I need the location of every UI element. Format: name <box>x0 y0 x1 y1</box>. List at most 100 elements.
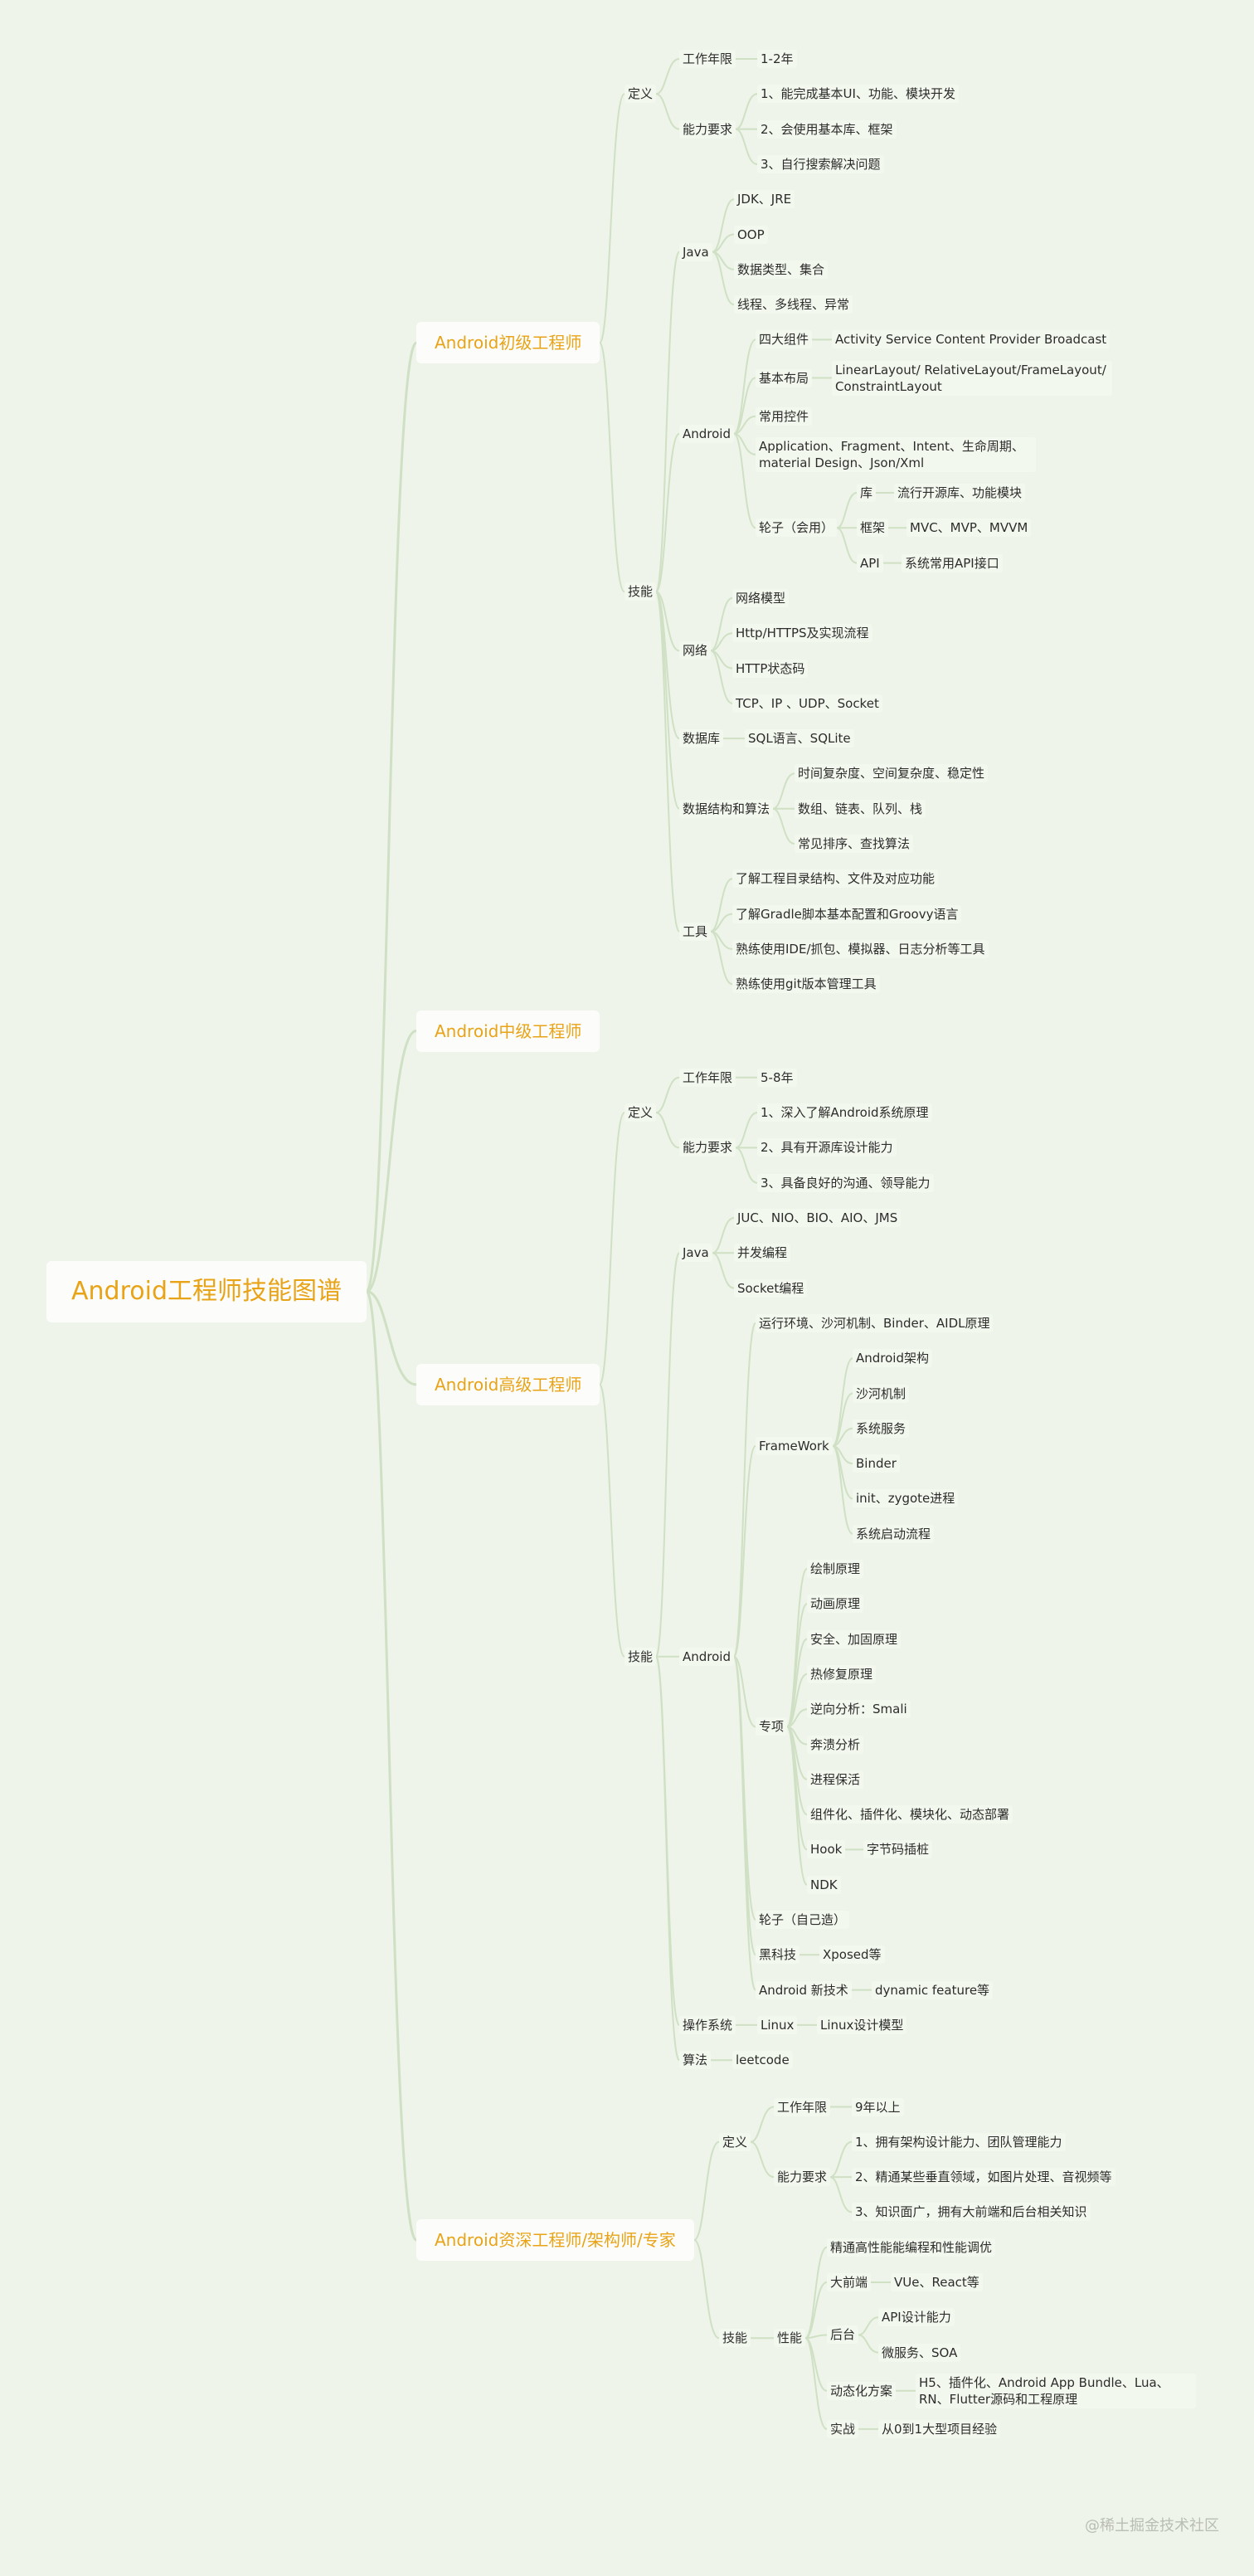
mindmap-node: API设计能力 <box>878 2308 955 2327</box>
connector-line <box>366 1030 417 1293</box>
connector-line <box>693 2140 720 2242</box>
mindmap-node: 实战 <box>827 2419 859 2438</box>
connector-line <box>599 1383 625 1658</box>
mindmap-node: 热修复原理 <box>807 1664 877 1683</box>
connector-line <box>804 2337 828 2392</box>
mindmap-node: 常用控件 <box>756 407 813 426</box>
mindmap-node: 工具 <box>679 922 712 941</box>
mindmap-node: NDK <box>807 1875 841 1894</box>
mindmap-node: 能力要求 <box>679 1138 736 1157</box>
connector-line <box>804 2246 828 2340</box>
mindmap-node: 轮子（会用） <box>756 519 838 538</box>
connector-line <box>712 1217 735 1254</box>
connector-line <box>712 198 735 253</box>
mindmap-node: 从0到1大型项目经验 <box>878 2419 1001 2438</box>
mindmap-node: 熟练使用git版本管理工具 <box>732 975 880 994</box>
mindmap-node: 算法 <box>679 2051 712 2070</box>
mindmap-node: 运行环境、沙河机制、Binder、AIDL原理 <box>756 1313 994 1332</box>
mindmap-node: 系统常用API接口 <box>902 553 1003 572</box>
connector-line <box>710 597 733 652</box>
connector-line <box>772 772 795 810</box>
connector-line <box>733 415 756 435</box>
mindmap-node: 熟练使用IDE/抓包、模拟器、日志分析等工具 <box>732 939 989 958</box>
connector-line <box>655 251 680 593</box>
connector-line <box>735 1147 758 1184</box>
level-node: Android初级工程师 <box>416 322 600 364</box>
mindmap-node: Xposed等 <box>819 1945 885 1965</box>
mindmap-node: 工作年限 <box>679 50 736 68</box>
mindmap-node: 进程保活 <box>807 1770 864 1789</box>
mindmap-node: 绘制原理 <box>807 1560 864 1578</box>
mindmap-node: 工作年限 <box>774 2097 831 2116</box>
mindmap-node: 1、深入了解Android系统原理 <box>757 1103 932 1122</box>
connector-line <box>733 338 756 435</box>
mindmap-node: VUe、React等 <box>891 2273 983 2291</box>
mindmap-node: 能力要求 <box>679 119 736 139</box>
connector-line <box>599 342 625 593</box>
mindmap-node: 定义 <box>719 2132 751 2151</box>
mindmap-node: 5-8年 <box>757 1068 797 1087</box>
connector-line <box>710 930 733 986</box>
mindmap-node: Activity Service Content Provider Broadc… <box>832 330 1111 349</box>
connector-line <box>858 2334 879 2354</box>
connector-line <box>832 1392 853 1447</box>
mindmap-node: 2、具有开源库设计能力 <box>757 1138 897 1157</box>
connector-line <box>735 128 758 165</box>
mindmap-node: 流行开源库、功能模块 <box>894 484 1026 502</box>
mindmap-node: 2、精通某些垂直领域，如图片处理、音视频等 <box>852 2168 1115 2187</box>
level-node: Android中级工程师 <box>416 1010 600 1052</box>
mindmap-node: Hook <box>807 1840 846 1859</box>
connector-line <box>804 2334 828 2340</box>
connector-line <box>712 251 735 306</box>
connector-line <box>836 492 858 529</box>
mindmap-node: 了解Gradle脚本基本配置和Groovy语言 <box>732 904 962 923</box>
connector-line <box>804 2337 828 2430</box>
connector-line <box>858 2316 879 2336</box>
connector-line <box>829 2140 853 2179</box>
mindmap-node: 操作系统 <box>679 2015 736 2034</box>
mindmap-node: 数据库 <box>679 729 724 748</box>
connector-line <box>829 2176 853 2213</box>
mindmap-node: 基本布局 <box>756 368 813 387</box>
connector-line <box>655 591 680 652</box>
mindmap-node: 数据结构和算法 <box>679 799 774 818</box>
connector-line <box>735 93 758 130</box>
mindmap-node: 定义 <box>625 1103 657 1122</box>
mindmap-node: 能力要求 <box>774 2168 831 2187</box>
mindmap-node: 大前端 <box>827 2273 872 2291</box>
connector-line <box>655 1655 680 2026</box>
mindmap-node: 数组、链表、队列、栈 <box>795 799 926 818</box>
level-node: Android资深工程师/架构师/专家 <box>416 2219 694 2262</box>
connector-line <box>733 1322 756 1658</box>
connector-line <box>832 1444 853 1535</box>
connector-line <box>836 527 858 564</box>
watermark: @稀土掘金技术社区 <box>1085 2517 1219 2535</box>
mindmap-node: 数据类型、集合 <box>734 260 829 279</box>
mindmap-node: 1、能完成基本UI、功能、模块开发 <box>757 85 959 104</box>
mindmap-node: 了解工程目录结构、文件及对应功能 <box>732 869 939 889</box>
connector-line <box>655 1655 680 2062</box>
connector-line <box>365 1290 418 2242</box>
mindmap-node: 逆向分析：Smali <box>807 1700 911 1719</box>
mindmap-node: 技能 <box>625 582 657 601</box>
connector-line <box>655 432 680 593</box>
mindmap-node: 定义 <box>625 85 657 104</box>
mindmap-node: Socket编程 <box>734 1278 808 1298</box>
mindmap-node: 网络模型 <box>732 588 790 607</box>
connector-line <box>599 1112 625 1385</box>
mindmap-node: 安全、加固原理 <box>807 1629 902 1648</box>
mindmap-node: 网络 <box>679 641 712 660</box>
connector-line <box>733 1655 756 1728</box>
mindmap-node: 框架 <box>857 519 889 538</box>
mindmap-node: 9年以上 <box>852 2097 904 2116</box>
connector-line <box>366 1290 417 1386</box>
mindmap-node: leetcode <box>732 2051 793 2070</box>
level-node: Android高级工程师 <box>416 1363 600 1405</box>
connector-line <box>710 878 733 933</box>
connector-line <box>786 1673 808 1728</box>
mindmap-node: 性能 <box>774 2329 806 2348</box>
mindmap-node: 时间复杂度、空间复杂度、稳定性 <box>795 764 989 783</box>
connector-line <box>786 1726 808 1851</box>
mindmap-node: MVC、MVP、MVVM <box>906 519 1032 538</box>
mindmap-node: Http/HTTPS及实现流程 <box>732 624 872 643</box>
